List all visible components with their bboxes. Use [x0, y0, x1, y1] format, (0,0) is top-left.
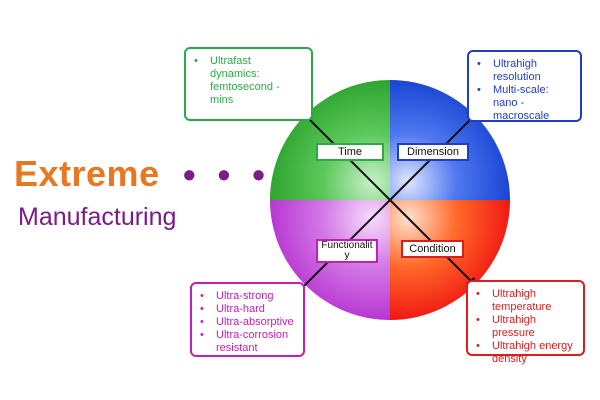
bullet-icon: • [477, 84, 481, 96]
bullet-icon: • [194, 55, 198, 67]
box-time-list: • Ultrafast dynamics: femtosecond - mins [192, 55, 303, 107]
list-item: • Ultrahigh resolution [477, 58, 541, 83]
bullet-icon: • [476, 340, 480, 352]
bullet-icon: • [200, 316, 204, 328]
label-time: Time [316, 143, 384, 161]
list-item: • Ultra-absorptive [200, 316, 294, 328]
list-item: • Ultrahigh temperature [476, 288, 552, 313]
box-functionality: • Ultra-strong • Ultra-hard • Ultra-abso… [190, 282, 305, 357]
list-item: • Ultra-strong [200, 290, 274, 302]
bullet-icon: • [476, 288, 480, 300]
title-manufacturing: Manufacturing [18, 203, 177, 231]
list-item: • Multi-scale: nano - macroscale [477, 84, 550, 122]
bullet-icon: • [476, 314, 480, 326]
bullet-icon: • [200, 303, 204, 315]
label-dimension: Dimension [397, 143, 469, 161]
list-item: • Ultrahigh energy density [476, 340, 573, 365]
box-condition-list: • Ultrahigh temperature • Ultrahigh pres… [474, 288, 575, 366]
bullet-icon: • [200, 329, 204, 341]
box-functionality-list: • Ultra-strong • Ultra-hard • Ultra-abso… [198, 290, 295, 355]
box-condition: • Ultrahigh temperature • Ultrahigh pres… [466, 280, 585, 365]
label-condition: Condition [401, 240, 464, 258]
bullet-icon: • [200, 290, 204, 302]
box-dimension-list: • Ultrahigh resolution • Multi-scale: na… [475, 58, 572, 123]
title-ellipsis: • • • [183, 154, 271, 195]
list-item: • Ultra-hard [200, 303, 265, 315]
box-dimension: • Ultrahigh resolution • Multi-scale: na… [467, 50, 582, 122]
title-extreme: Extreme [14, 153, 160, 194]
label-functionality: Functionality [316, 239, 378, 263]
box-time: • Ultrafast dynamics: femtosecond - mins [184, 47, 313, 121]
bullet-icon: • [477, 58, 481, 70]
list-item: • Ultra-corrosion resistant [200, 329, 289, 354]
list-item: • Ultrafast dynamics: femtosecond - mins [194, 55, 280, 106]
list-item: • Ultrahigh pressure [476, 314, 537, 339]
